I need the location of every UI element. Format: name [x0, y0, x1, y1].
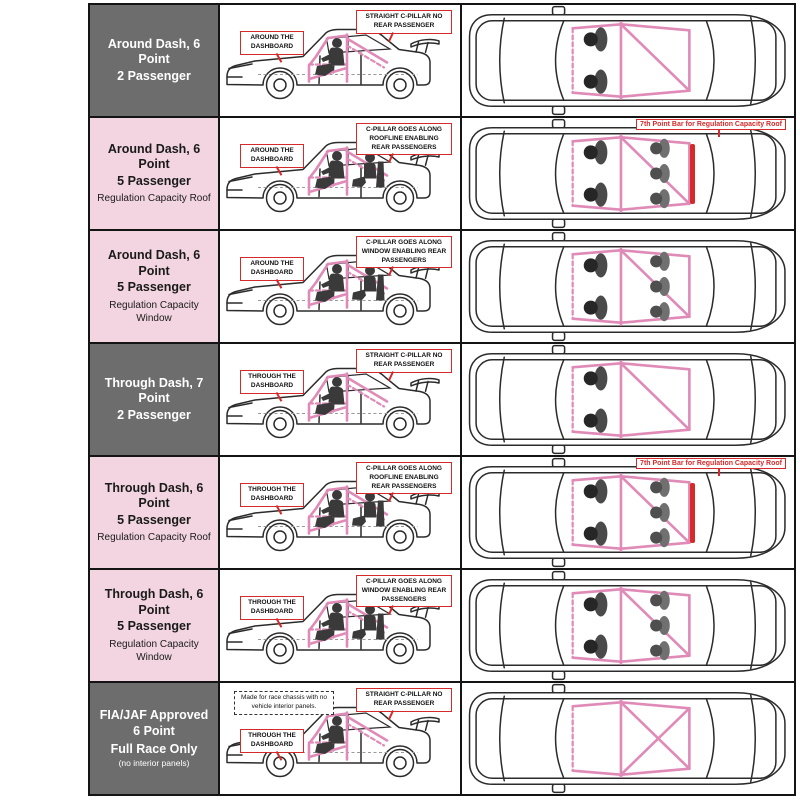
- config-title: Around Dash, 6 Point: [107, 248, 201, 278]
- config-row-fia-jaf-6pt-race: FIA/JAF Approved 6 Point Full Race Only …: [90, 683, 794, 794]
- car-top-illustration: [468, 457, 787, 568]
- side-view-cell: THROUGH THE DASHBOARD STRAIGHT C-PILLAR …: [220, 344, 462, 455]
- car-top-illustration: [468, 683, 787, 794]
- cpillar-annotation: C-PILLAR GOES ALONG ROOFLINE ENABLING RE…: [356, 123, 452, 156]
- race-chassis-note: Made for race chassis with no vehicle in…: [234, 691, 334, 715]
- dashboard-annotation: AROUND THE DASHBOARD: [240, 144, 304, 168]
- row-label-cell: Through Dash, 7 Point 2 Passenger: [90, 344, 220, 455]
- seventh-point-bar: [690, 483, 695, 543]
- row-label-cell: Through Dash, 6 Point 5 Passenger Regula…: [90, 457, 220, 568]
- config-passengers: 2 Passenger: [117, 68, 191, 83]
- config-passengers: 2 Passenger: [117, 407, 191, 422]
- row-label-cell: FIA/JAF Approved 6 Point Full Race Only …: [90, 683, 220, 794]
- side-view-cell: THROUGH THE DASHBOARD C-PILLAR GOES ALON…: [220, 570, 462, 681]
- config-title: Around Dash, 6 Point: [107, 141, 201, 172]
- config-title: Through Dash, 6 Point: [104, 587, 204, 617]
- cpillar-annotation: C-PILLAR GOES ALONG WINDOW ENABLING REAR…: [356, 575, 452, 608]
- row-label-cell: Around Dash, 6 Point 5 Passenger Regulat…: [90, 118, 220, 229]
- seventh-point-note: 7th Point Bar for Regulation Capacity Ro…: [636, 458, 786, 476]
- config-row-through-6pt-5pass-window: Through Dash, 6 Point 5 Passenger Regula…: [90, 570, 794, 683]
- cpillar-annotation: STRAIGHT C-PILLAR NO REAR PASSENGER: [356, 349, 452, 373]
- config-subtitle: Regulation Capacity Window: [109, 638, 199, 663]
- car-top-illustration: [468, 344, 787, 455]
- config-subtitle: Regulation Capacity Roof: [97, 193, 211, 205]
- dashboard-annotation: THROUGH THE DASHBOARD: [240, 729, 304, 753]
- row-label-cell: Through Dash, 6 Point 5 Passenger Regula…: [90, 570, 220, 681]
- config-subtitle: Regulation Capacity Window: [109, 299, 199, 324]
- top-view-cell: 7th Point Bar for Regulation Capacity Ro…: [462, 118, 794, 229]
- dashboard-annotation: AROUND THE DASHBOARD: [240, 31, 304, 55]
- config-title: FIA/JAF Approved: [99, 707, 209, 722]
- config-passengers: 5 Passenger: [117, 619, 191, 634]
- top-view-cell: [462, 570, 794, 681]
- top-view-cell: [462, 5, 794, 116]
- config-title: Through Dash, 7 Point: [104, 375, 204, 406]
- config-note: (no interior panels): [118, 758, 190, 769]
- row-label-cell: Around Dash, 6 Point 2 Passenger: [90, 5, 220, 116]
- config-subtitle: Full Race Only: [110, 741, 198, 756]
- row-label-cell: Around Dash, 6 Point 5 Passenger Regulat…: [90, 231, 220, 342]
- car-top-illustration: [468, 231, 787, 342]
- cpillar-annotation: STRAIGHT C-PILLAR NO REAR PASSENGER: [356, 10, 452, 34]
- top-view-cell: [462, 344, 794, 455]
- config-row-around-6pt-5pass-roof: Around Dash, 6 Point 5 Passenger Regulat…: [90, 118, 794, 231]
- dashboard-annotation: THROUGH THE DASHBOARD: [240, 370, 304, 394]
- side-view-cell: AROUND THE DASHBOARD C-PILLAR GOES ALONG…: [220, 231, 462, 342]
- dashboard-annotation: THROUGH THE DASHBOARD: [240, 596, 304, 620]
- top-view-cell: 7th Point Bar for Regulation Capacity Ro…: [462, 457, 794, 568]
- config-passengers: 5 Passenger: [117, 512, 191, 527]
- config-title: Around Dash, 6 Point: [107, 36, 201, 67]
- top-view-cell: [462, 683, 794, 794]
- top-view-cell: [462, 231, 794, 342]
- rollcage-configuration-chart: Around Dash, 6 Point 2 Passenger AROUND …: [88, 3, 796, 796]
- side-view-cell: THROUGH THE DASHBOARD C-PILLAR GOES ALON…: [220, 457, 462, 568]
- car-top-illustration: [468, 5, 787, 116]
- cpillar-annotation: STRAIGHT C-PILLAR NO REAR PASSENGER: [356, 688, 452, 712]
- side-view-cell: AROUND THE DASHBOARD STRAIGHT C-PILLAR N…: [220, 5, 462, 116]
- config-row-around-6pt-5pass-window: Around Dash, 6 Point 5 Passenger Regulat…: [90, 231, 794, 344]
- cpillar-annotation: C-PILLAR GOES ALONG ROOFLINE ENABLING RE…: [356, 462, 452, 495]
- side-view-cell: Made for race chassis with no vehicle in…: [220, 683, 462, 794]
- dashboard-annotation: THROUGH THE DASHBOARD: [240, 483, 304, 507]
- config-passengers: 5 Passenger: [117, 280, 191, 295]
- config-passengers: 6 Point: [133, 724, 175, 739]
- cpillar-annotation: C-PILLAR GOES ALONG WINDOW ENABLING REAR…: [356, 236, 452, 269]
- car-top-illustration: [468, 570, 787, 681]
- config-row-around-6pt-2pass: Around Dash, 6 Point 2 Passenger AROUND …: [90, 5, 794, 118]
- config-row-through-7pt-2pass: Through Dash, 7 Point 2 Passenger THROUG…: [90, 344, 794, 457]
- config-passengers: 5 Passenger: [117, 173, 191, 188]
- car-top-illustration: [468, 118, 787, 229]
- seventh-point-bar: [690, 144, 695, 204]
- side-view-cell: AROUND THE DASHBOARD C-PILLAR GOES ALONG…: [220, 118, 462, 229]
- dashboard-annotation: AROUND THE DASHBOARD: [240, 257, 304, 281]
- config-row-through-6pt-5pass-roof: Through Dash, 6 Point 5 Passenger Regula…: [90, 457, 794, 570]
- config-title: Through Dash, 6 Point: [104, 480, 204, 511]
- seventh-point-note: 7th Point Bar for Regulation Capacity Ro…: [636, 119, 786, 137]
- config-subtitle: Regulation Capacity Roof: [97, 532, 211, 544]
